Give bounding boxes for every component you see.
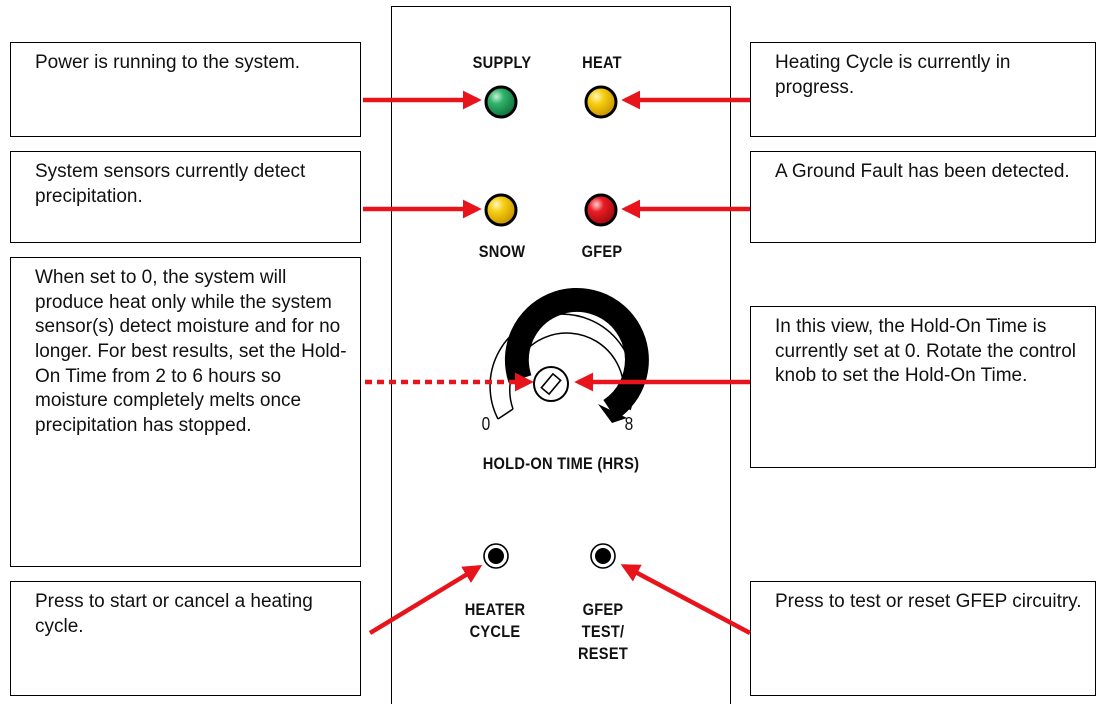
dial-scale-arc bbox=[504, 287, 649, 420]
supply-led bbox=[484, 85, 518, 119]
supply-led-label: SUPPLY bbox=[472, 53, 532, 72]
arrow-gfep-test bbox=[620, 564, 752, 635]
callout-gfep: A Ground Fault has been detected. bbox=[750, 151, 1096, 243]
arrow-heater-cycle bbox=[368, 565, 483, 635]
gfep-test-reset-label: GFEP TEST/ RESET bbox=[577, 600, 629, 663]
heater-cycle-label: HEATER CYCLE bbox=[464, 600, 526, 641]
gfep-led-label: GFEP bbox=[581, 242, 623, 261]
heat-led-label: HEAT bbox=[582, 53, 622, 72]
dial-slot-icon bbox=[540, 372, 562, 396]
hold-on-dial[interactable] bbox=[489, 287, 649, 423]
callout-snow: System sensors currently detect precipit… bbox=[10, 151, 361, 243]
callout-hold-on-zero: When set to 0, the system will produce h… bbox=[10, 257, 361, 567]
dial-zero-gap bbox=[497, 408, 514, 420]
callout-heat: Heating Cycle is currently in progress. bbox=[750, 42, 1096, 137]
dial-scale-tail bbox=[598, 404, 627, 423]
gfep-test-reset-button[interactable] bbox=[590, 543, 616, 569]
gfep-led bbox=[584, 193, 618, 227]
dial-max-label: 8 bbox=[624, 414, 634, 434]
snow-led bbox=[484, 193, 518, 227]
heat-led bbox=[584, 85, 618, 119]
heater-cycle-button[interactable] bbox=[483, 543, 509, 569]
dial-min-label: 0 bbox=[481, 414, 491, 434]
callout-gfep-test: Press to test or reset GFEP circuitry. bbox=[750, 581, 1096, 696]
callout-supply: Power is running to the system. bbox=[10, 42, 361, 137]
callout-heater-cycle: Press to start or cancel a heating cycle… bbox=[10, 581, 361, 696]
snow-led-label: SNOW bbox=[478, 242, 526, 261]
dial-title: HOLD-ON TIME (HRS) bbox=[482, 454, 640, 473]
callout-hold-on-current: In this view, the Hold-On Time is curren… bbox=[750, 306, 1096, 468]
